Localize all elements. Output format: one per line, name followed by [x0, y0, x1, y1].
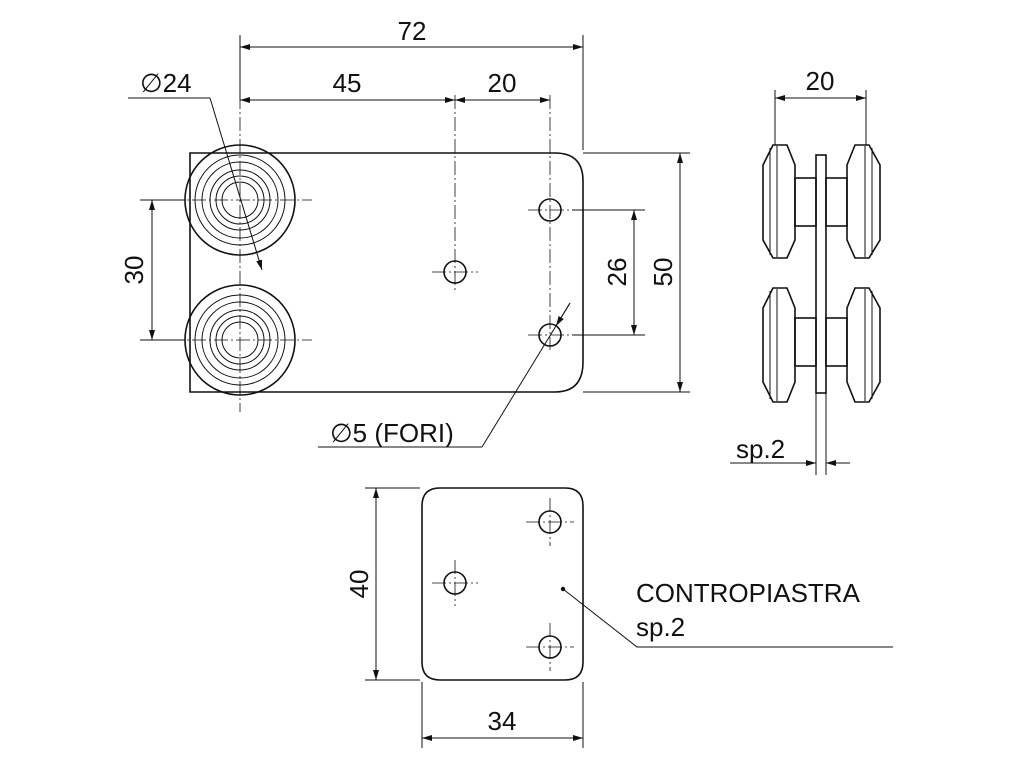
- dim-45-label: 45: [333, 68, 362, 98]
- side-wheel-lower-left: [762, 287, 817, 403]
- dim-34: 34: [421, 682, 584, 748]
- side-wheel-lower-right: [825, 287, 881, 403]
- side-view: 20 sp.2: [730, 66, 881, 475]
- counterplate-label: CONTROPIASTRA: [636, 578, 861, 608]
- dim-45-20: 45 20: [240, 68, 550, 103]
- dim-30-label: 30: [119, 256, 149, 285]
- counterplate-view: CONTROPIASTRA sp.2 40 34: [344, 487, 893, 748]
- dim-side-20: 20: [774, 66, 867, 145]
- dim-26: 26: [572, 209, 645, 336]
- side-plate: [815, 154, 827, 394]
- side-wheel-upper-left: [762, 144, 817, 259]
- side-wheel-upper-right: [825, 144, 881, 259]
- dim-30: 30: [119, 199, 185, 341]
- counterplate-thickness-label: sp.2: [636, 612, 685, 642]
- dim-side-20-label: 20: [806, 66, 835, 96]
- main-plate: [189, 152, 584, 393]
- counterplate-leader: [562, 588, 893, 648]
- dim-diameter-24: ∅24: [128, 68, 263, 271]
- dim-hole-diameter-label: ∅5 (FORI): [330, 418, 454, 448]
- dim-20-label: 20: [488, 68, 517, 98]
- dim-40: 40: [344, 487, 420, 681]
- front-center-lines: [170, 95, 572, 412]
- front-view: 72 45 20 ∅24 30 26: [119, 16, 690, 448]
- dim-side-thickness: sp.2: [730, 393, 850, 475]
- dim-diameter-24-label: ∅24: [140, 68, 192, 98]
- dim-72-label: 72: [398, 16, 427, 46]
- counterplate-center-lines: [432, 498, 574, 671]
- dim-50: 50: [583, 152, 690, 393]
- dim-40-label: 40: [344, 570, 374, 599]
- counterplate: [421, 487, 584, 681]
- dim-26-label: 26: [602, 258, 632, 287]
- dim-50-label: 50: [648, 258, 678, 287]
- dim-hole-diameter: ∅5 (FORI): [318, 302, 571, 448]
- dim-34-label: 34: [488, 706, 517, 736]
- dim-72: 72: [239, 16, 584, 150]
- dim-side-thickness-label: sp.2: [736, 434, 785, 464]
